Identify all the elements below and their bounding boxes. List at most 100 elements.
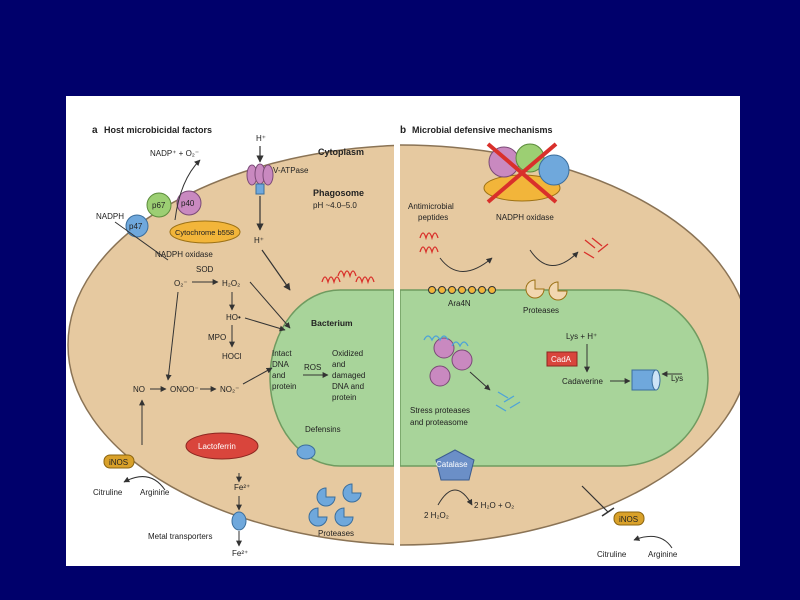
catalase-label: Catalase	[436, 460, 468, 469]
metal-transporters-label: Metal transporters	[148, 532, 212, 541]
h2o2-label-b: 2 H₂O₂	[424, 511, 449, 520]
p67-label: p67	[152, 201, 166, 210]
metal-transporter-icon	[231, 511, 247, 531]
inos-reaction-arrow	[123, 476, 166, 491]
degradation-arrow	[529, 249, 579, 266]
v-atpase-icon	[246, 163, 274, 195]
inos-inhibition-line	[581, 485, 609, 513]
ros-label: ROS	[304, 363, 321, 372]
h2o2-to-bacterium-arrow	[249, 281, 291, 329]
inos-label-b: iNOS	[619, 515, 638, 524]
cleaved-peptides-icon	[583, 237, 609, 259]
fe-label-2: Fe²⁺	[232, 549, 248, 558]
no-label: NO	[133, 385, 145, 394]
p47-label: p47	[129, 222, 143, 231]
h-plus-to-bacterium-arrow	[261, 249, 291, 291]
intact-line-4: protein	[272, 382, 296, 391]
inhibition-cross-icon	[486, 142, 558, 204]
proteases-icon-b	[525, 279, 568, 301]
lys-label: Lys	[671, 374, 683, 383]
lysine-antiporter-icon	[631, 369, 661, 391]
panel-b-letter: b	[400, 125, 406, 136]
inos-icon	[103, 454, 135, 469]
nitrite-arrow	[242, 367, 273, 385]
inos-icon-b	[613, 511, 645, 526]
nitrite-label: NO₂⁻	[220, 385, 239, 394]
ph-label: pH ~4.0–5.0	[313, 201, 357, 210]
antimicrobial-peptides-icon-a	[321, 270, 375, 285]
amp-line-1: Antimicrobial	[408, 202, 454, 211]
sod-label: SOD	[196, 265, 214, 274]
stress-line-2: and proteasome	[410, 418, 468, 427]
lactoferrin-label: Lactoferrin	[198, 442, 236, 451]
panel-a-letter: a	[92, 125, 98, 136]
catalase-icon	[435, 449, 475, 481]
oxidized-line-5: protein	[332, 393, 356, 402]
proteases-label-b: Proteases	[523, 306, 559, 315]
ara4n-charges-icon	[428, 286, 496, 294]
nadph-arrow	[114, 221, 169, 261]
h-plus-label-2: H⁺	[254, 236, 264, 245]
inos-label: iNOS	[109, 458, 128, 467]
nadp-label: NADP⁺ + O₂⁻	[150, 149, 199, 158]
protein-fragments-icon	[495, 391, 521, 412]
degradation-arrow-b	[469, 371, 491, 391]
lys-h-label: Lys + H⁺	[566, 332, 597, 341]
cytoplasm-label: Cytoplasm	[318, 147, 364, 157]
cytochrome-label: Cytochrome b558	[175, 228, 234, 237]
intact-line-2: DNA	[272, 360, 290, 369]
oxidized-line-4: DNA and	[332, 382, 364, 391]
inos-reaction-arrow-b	[633, 535, 673, 549]
hydroxyl-label: HO•	[226, 313, 241, 322]
bacterium-cell-a	[269, 289, 394, 467]
proteases-label-a: Proteases	[318, 529, 354, 538]
h-plus-label: H⁺	[256, 134, 266, 143]
h2o2-label: H₂O₂	[222, 279, 240, 288]
citruline-label: Citruline	[93, 488, 123, 497]
amp-line-2: peptides	[418, 213, 448, 222]
defensins-label: Defensins	[305, 425, 341, 434]
stress-line-1: Stress proteases	[410, 406, 470, 415]
hocl-label: HOCl	[222, 352, 242, 361]
defensin-icon	[296, 444, 316, 460]
oxidized-line-3: damaged	[332, 371, 365, 380]
panel-a-heading: Host microbicidal factors	[104, 125, 212, 135]
antimicrobial-peptides-icon-b	[419, 232, 439, 255]
repulsion-arrow	[439, 257, 493, 272]
p40-label: p40	[181, 199, 195, 208]
phagosome-label: Phagosome	[313, 188, 364, 198]
panel-b-heading: Microbial defensive mechanisms	[412, 125, 553, 135]
inos-inhibition-bar	[601, 507, 615, 517]
v-atpase-label: V-ATPase	[273, 166, 309, 175]
intact-line-1: Intact	[272, 349, 292, 358]
bacterium-label: Bacterium	[311, 318, 353, 328]
panel-b	[400, 144, 740, 546]
lactoferrin-icon	[185, 432, 259, 460]
nadph-oxidase-label-b: NADPH oxidase	[496, 213, 554, 222]
oxidized-line-2: and	[332, 360, 345, 369]
nadp-arrow	[174, 159, 201, 221]
nadph-oxidase-complex-icon	[125, 190, 241, 244]
arginine-label-b: Arginine	[648, 550, 678, 559]
cada-icon	[546, 351, 578, 367]
proteases-icon-a	[308, 483, 362, 527]
stress-proteases-icon	[429, 337, 473, 387]
nadph-oxidase-label: NADPH oxidase	[155, 250, 213, 259]
nadph-oxidase-icon	[483, 143, 570, 202]
mpo-label: MPO	[208, 333, 226, 342]
hydroxyl-arrow	[244, 317, 286, 332]
citruline-label-b: Citruline	[597, 550, 627, 559]
unfolded-proteins-icon	[423, 335, 469, 348]
cadaverine-label: Cadaverine	[562, 377, 603, 386]
ara4n-label: Ara4N	[448, 299, 471, 308]
catalase-products-label: 2 H₂O + O₂	[474, 501, 514, 510]
peroxynitrite-label: ONOO⁻	[170, 385, 199, 394]
intact-line-3: and	[272, 371, 285, 380]
nadph-label: NADPH	[96, 212, 124, 221]
cada-label: CadA	[551, 355, 572, 364]
superoxide-to-peroxynitrite-arrow	[165, 291, 179, 381]
oxidized-line-1: Oxidized	[332, 349, 363, 358]
superoxide-label: O₂⁻	[174, 279, 188, 288]
arginine-label: Arginine	[140, 488, 170, 497]
